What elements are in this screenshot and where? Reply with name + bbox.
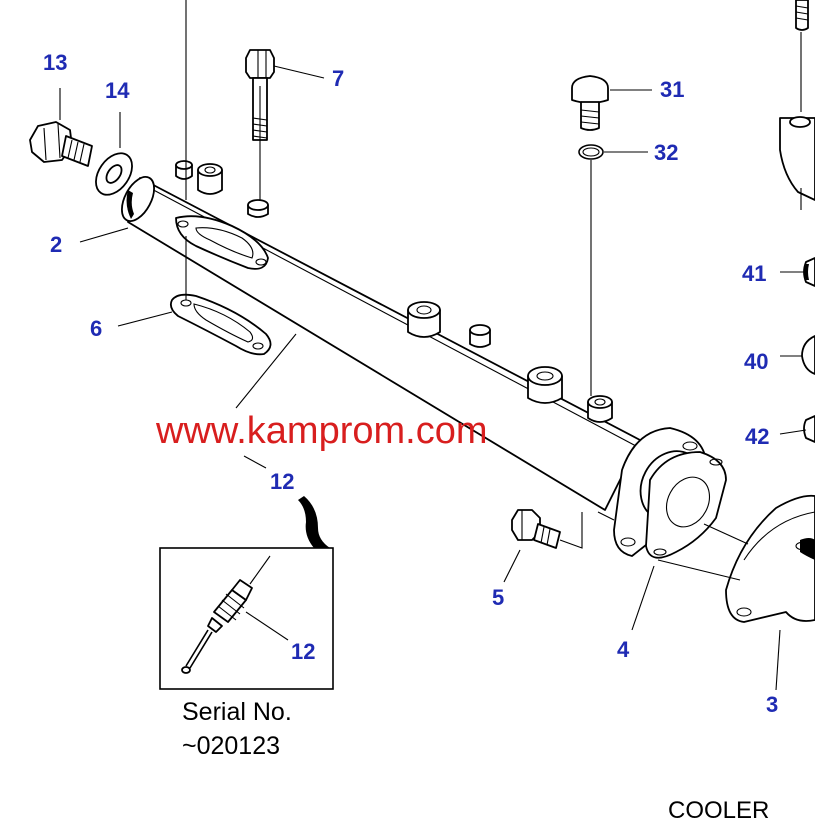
serial-value: ~020123 — [182, 732, 280, 760]
part-label-4: 4 — [617, 637, 630, 662]
part-label-41: 41 — [742, 261, 766, 286]
leader-lines — [59, 0, 807, 691]
part-label-42: 42 — [745, 424, 769, 449]
serial-label: Serial No. — [182, 698, 292, 726]
part-label-13: 13 — [43, 50, 67, 75]
watermark-text: www.kamprom.com — [155, 410, 488, 452]
part-label-2: 2 — [50, 232, 62, 257]
gasket-4 — [645, 451, 727, 559]
part-label-5: 5 — [492, 585, 504, 610]
o-ring-32 — [578, 144, 604, 160]
part-label-31: 31 — [660, 77, 684, 102]
section-title: COOLER — [668, 797, 769, 824]
part-label-6: 6 — [90, 316, 102, 341]
part-label-12-inset: 12 — [291, 639, 315, 664]
part-label-7: 7 — [332, 66, 344, 91]
part-label-14: 14 — [105, 78, 130, 103]
serial-inset — [159, 547, 334, 690]
washer-40 — [801, 335, 815, 375]
part-label-32: 32 — [654, 140, 678, 165]
part-label-40: 40 — [744, 349, 768, 374]
bolt-13 — [29, 121, 93, 167]
part-label-3: 3 — [766, 692, 778, 717]
part-label-12-main: 12 — [270, 469, 294, 494]
bolt-5 — [511, 509, 561, 549]
inset-pointer-arrow — [298, 496, 330, 548]
sensor-12-icon — [181, 555, 289, 674]
cooler-pipe — [121, 160, 665, 511]
nut-41 — [803, 257, 815, 287]
nut-42 — [803, 415, 815, 443]
elbow-3 — [725, 494, 815, 623]
washer-14 — [95, 152, 133, 196]
bolt-31 — [571, 75, 609, 131]
gasket-6 — [169, 293, 272, 356]
bracket-partial — [779, 0, 815, 210]
